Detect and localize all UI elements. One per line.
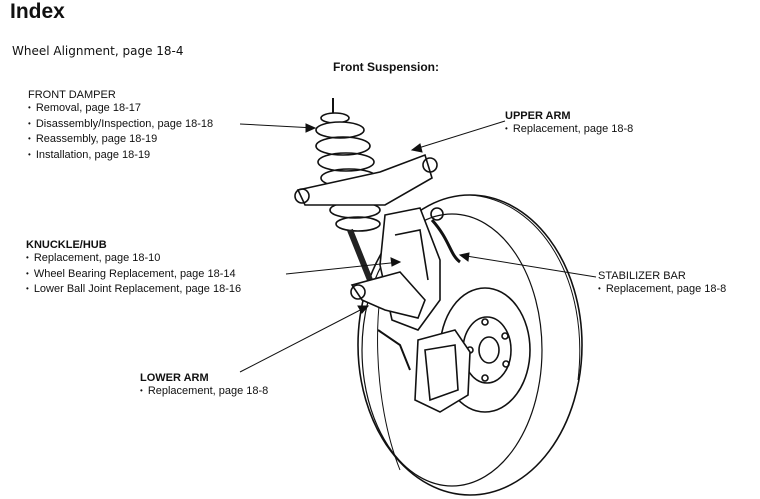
stabilizer-bar-leader (459, 254, 597, 278)
lower-arm-leader (239, 305, 369, 373)
knuckle-hub-label-group: KNUCKLE/HUB Replacement, page 18-10 Whee… (26, 239, 241, 298)
lower-arm-illustration (350, 271, 426, 371)
knuckle-hub-item: Lower Ball Joint Replacement, page 18-16 (26, 282, 241, 298)
upper-arm-label-group: UPPER ARM Replacement, page 18-8 (505, 110, 633, 138)
front-damper-item: Removal, page 18-17 (28, 101, 213, 117)
stabilizer-bar-title: STABILIZER BAR (598, 270, 686, 282)
diagram-title: Front Suspension: (333, 60, 439, 74)
stabilizer-bar-item: Replacement, page 18-8 (598, 282, 726, 298)
stabilizer-bar-illustration (430, 207, 461, 264)
damper-spring-illustration (315, 98, 381, 287)
stabilizer-bar-items: Replacement, page 18-8 (598, 282, 726, 298)
knuckle-hub-item: Replacement, page 18-10 (26, 251, 241, 267)
tire-illustration (357, 194, 583, 496)
stabilizer-bar-label-group: STABILIZER BAR Replacement, page 18-8 (598, 270, 726, 298)
front-damper-items: Removal, page 18-17 Disassembly/Inspecti… (28, 101, 213, 163)
front-damper-label-group: FRONT DAMPER Removal, page 18-17 Disasse… (28, 89, 213, 163)
brake-caliper-illustration (414, 329, 471, 413)
front-damper-item: Installation, page 18-19 (28, 148, 213, 164)
knuckle-hub-item: Wheel Bearing Replacement, page 18-14 (26, 267, 241, 283)
upper-arm-title: UPPER ARM (505, 110, 571, 122)
lower-arm-items: Replacement, page 18-8 (140, 384, 268, 400)
knuckle-hub-leader (285, 261, 401, 275)
knuckle-hub-items: Replacement, page 18-10 Wheel Bearing Re… (26, 251, 241, 298)
lower-arm-title: LOWER ARM (140, 372, 209, 384)
upper-arm-item: Replacement, page 18-8 (505, 122, 633, 138)
wheel-alignment-reference: Wheel Alignment, page 18-4 (12, 44, 184, 58)
lower-arm-item: Replacement, page 18-8 (140, 384, 268, 400)
page-title: Index (10, 0, 65, 23)
upper-arm-illustration (294, 153, 438, 206)
lower-arm-label-group: LOWER ARM Replacement, page 18-8 (140, 372, 268, 400)
upper-arm-items: Replacement, page 18-8 (505, 122, 633, 138)
front-damper-leader (239, 123, 316, 129)
front-damper-item: Disassembly/Inspection, page 18-18 (28, 117, 213, 133)
upper-arm-leader (411, 120, 506, 151)
front-damper-title: FRONT DAMPER (28, 89, 116, 101)
front-damper-item: Reassembly, page 18-19 (28, 132, 213, 148)
knuckle-hub-title: KNUCKLE/HUB (26, 239, 107, 251)
